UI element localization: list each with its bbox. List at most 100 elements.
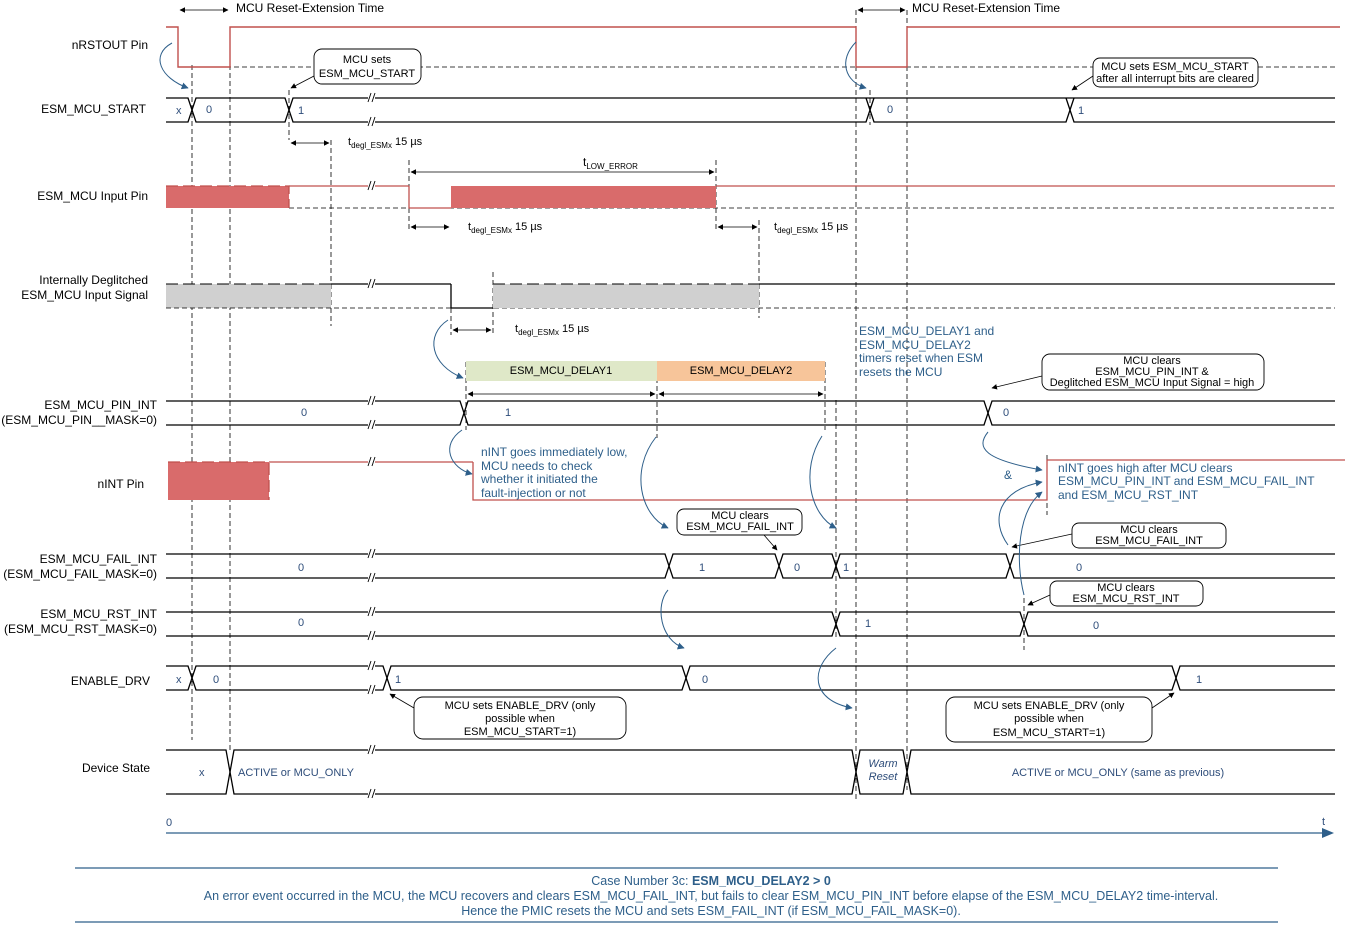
callout-clears-fail-b-2: ESM_MCU_FAIL_INT xyxy=(1095,535,1203,547)
callout-start-after-2: after all interrupt bits are cleared xyxy=(1096,73,1254,85)
note-nint-high-2: ESM_MCU_PIN_INT and ESM_MCU_FAIL_INT xyxy=(1058,474,1315,488)
callout-clears-fail-1: MCU clears xyxy=(711,510,769,522)
state-active-2: ACTIVE or MCU_ONLY (same as previous) xyxy=(1012,767,1224,779)
state-warm-1: Warm xyxy=(868,758,897,770)
note-timers-4: resets the MCU xyxy=(859,365,942,379)
tdegl-sub: degl_ESMx xyxy=(351,141,392,150)
label-rst-int-2: (ESM_MCU_RST_MASK=0) xyxy=(4,622,157,636)
start-val-0a: 0 xyxy=(206,104,212,116)
tlow-t: t xyxy=(583,155,587,169)
tdegl2-val: 15 µs xyxy=(512,221,543,233)
waveform-nrstout: MCU Reset-Extension Time MCU Reset-Exten… xyxy=(166,1,1340,68)
note-nint-high-1: nINT goes high after MCU clears xyxy=(1058,461,1233,475)
note-timers-1: ESM_MCU_DELAY1 and xyxy=(859,324,994,338)
callout-clears-pin-1: MCU clears xyxy=(1123,355,1181,367)
waveform-fail-int: 0 1 0 1 0 xyxy=(166,553,1335,579)
axis-origin: 0 xyxy=(166,817,172,829)
callout-sets-start-1: MCU sets xyxy=(343,54,392,66)
pin-val-0a: 0 xyxy=(301,407,307,419)
label-deglitched-1: Internally Deglitched xyxy=(39,273,148,287)
svg-text:tdegl_ESMx 15 µs: tdegl_ESMx 15 µs xyxy=(468,221,543,235)
en-val-0b: 0 xyxy=(702,674,708,686)
pin-val-1: 1 xyxy=(505,407,511,419)
label-deglitched-2: ESM_MCU Input Signal xyxy=(21,288,148,302)
tdegl4-t: t xyxy=(515,323,518,335)
caption-prefix: Case Number 3c: xyxy=(591,874,692,888)
label-rst-int-1: ESM_MCU_RST_INT xyxy=(40,607,157,621)
waveform-esm-mcu-input: tLOW_ERROR tdegl_ESMx 15 µs tdegl_ESMx 1… xyxy=(166,155,1335,235)
label-esm-mcu-input: ESM_MCU Input Pin xyxy=(37,189,148,203)
note-amp: & xyxy=(1004,468,1012,482)
label-pin-int-2: (ESM_MCU_PIN__MASK=0) xyxy=(1,413,157,427)
reset-ext-label-2: MCU Reset-Extension Time xyxy=(912,1,1060,15)
reset-ext-label-1: MCU Reset-Extension Time xyxy=(236,1,384,15)
label-esm-mcu-start: ESM_MCU_START xyxy=(41,102,147,116)
rst-val-1: 1 xyxy=(865,618,871,630)
callout-start-after-1: MCU sets ESM_MCU_START xyxy=(1101,61,1249,73)
en-val-1a: 1 xyxy=(395,674,401,686)
caption-line3: Hence the PMIC resets the MCU and sets E… xyxy=(461,904,961,918)
waveform-deglitched: tdegl_ESMx 15 µs xyxy=(166,283,1335,337)
callout-clears-pin-2: ESM_MCU_PIN_INT & xyxy=(1095,366,1209,378)
label-fail-int-1: ESM_MCU_FAIL_INT xyxy=(40,552,158,566)
note-nint-high-3: and ESM_MCU_RST_INT xyxy=(1058,488,1199,502)
callout-enable-b-1: MCU sets ENABLE_DRV (only xyxy=(974,700,1125,712)
svg-text:Case Number 3c: ESM_MCU_DELAY: Case Number 3c: ESM_MCU_DELAY2 > 0 xyxy=(591,874,831,888)
svg-text:tdegl_ESMx 15 µs: tdegl_ESMx 15 µs xyxy=(348,136,423,150)
start-val-1a: 1 xyxy=(298,105,304,117)
waveform-pin-int: 0 1 0 xyxy=(166,400,1335,426)
note-nint-low-2: MCU needs to check xyxy=(481,459,593,473)
fail-val-0b: 0 xyxy=(794,562,800,574)
tdegl2-t: t xyxy=(468,221,471,233)
fail-val-0c: 0 xyxy=(1076,562,1082,574)
break-marks xyxy=(367,92,376,799)
fail-val-1b: 1 xyxy=(843,562,849,574)
pin-val-0b: 0 xyxy=(1003,407,1009,419)
fail-val-0a: 0 xyxy=(298,562,304,574)
tdegl4-sub: degl_ESMx xyxy=(518,328,559,337)
rst-val-0b: 0 xyxy=(1093,620,1099,632)
svg-text:tdegl_ESMx 15 µs: tdegl_ESMx 15 µs xyxy=(515,323,590,337)
callout-enable-a-3: ESM_MCU_START=1) xyxy=(464,726,576,738)
state-x: x xyxy=(199,767,205,779)
callouts: MCU sets ESM_MCU_START MCU sets ESM_MCU_… xyxy=(290,48,1265,743)
time-axis: 0 t xyxy=(166,816,1334,838)
delay2-label: ESM_MCU_DELAY2 xyxy=(690,365,793,377)
delay1-label: ESM_MCU_DELAY1 xyxy=(510,365,613,377)
label-enable-drv: ENABLE_DRV xyxy=(71,674,150,688)
tdegl-val: 15 µs xyxy=(392,136,423,148)
en-val-0a: 0 xyxy=(213,674,219,686)
fail-val-1a: 1 xyxy=(699,562,705,574)
start-val-1b: 1 xyxy=(1078,105,1084,117)
tdegl3-t: t xyxy=(774,221,777,233)
tdegl4-val: 15 µs xyxy=(559,323,590,335)
tdegl-t: t xyxy=(348,136,351,148)
tdegl-1: tdegl_ESMx 15 µs xyxy=(290,136,423,150)
callout-enable-a-2: possible when xyxy=(485,713,555,725)
waveform-enable-drv: x 0 1 0 1 xyxy=(166,665,1335,691)
caption: Case Number 3c: ESM_MCU_DELAY2 > 0 An er… xyxy=(75,867,1278,923)
causal-arrows xyxy=(159,41,1043,711)
caption-bold: ESM_MCU_DELAY2 > 0 xyxy=(692,874,831,888)
label-pin-int-1: ESM_MCU_PIN_INT xyxy=(44,398,157,412)
reference-lines xyxy=(191,10,1048,800)
signal-labels: nRSTOUT Pin ESM_MCU_START ESM_MCU Input … xyxy=(1,38,157,775)
waveform-esm-mcu-start: x 0 1 0 1 xyxy=(166,97,1335,123)
svg-text:tLOW_ERROR: tLOW_ERROR xyxy=(583,155,638,171)
note-nint-low-4: fault-injection or not xyxy=(481,486,586,500)
axis-t: t xyxy=(1322,816,1325,828)
en-val-1b: 1 xyxy=(1196,674,1202,686)
tdegl2-sub: degl_ESMx xyxy=(471,226,512,235)
callout-clears-fail-b-1: MCU clears xyxy=(1120,524,1178,536)
svg-text:tdegl_ESMx 15 µs: tdegl_ESMx 15 µs xyxy=(774,221,849,235)
waveform-rst-int: 0 1 0 xyxy=(166,611,1335,637)
note-timers-2: ESM_MCU_DELAY2 xyxy=(859,338,971,352)
callout-enable-a-1: MCU sets ENABLE_DRV (only xyxy=(445,700,596,712)
note-nint-low-1: nINT goes immediately low, xyxy=(481,445,628,459)
tdegl3-val: 15 µs xyxy=(818,221,849,233)
state-warm-2: Reset xyxy=(869,771,899,783)
callout-clears-fail-2: ESM_MCU_FAIL_INT xyxy=(686,521,794,533)
en-val-x: x xyxy=(176,674,182,686)
